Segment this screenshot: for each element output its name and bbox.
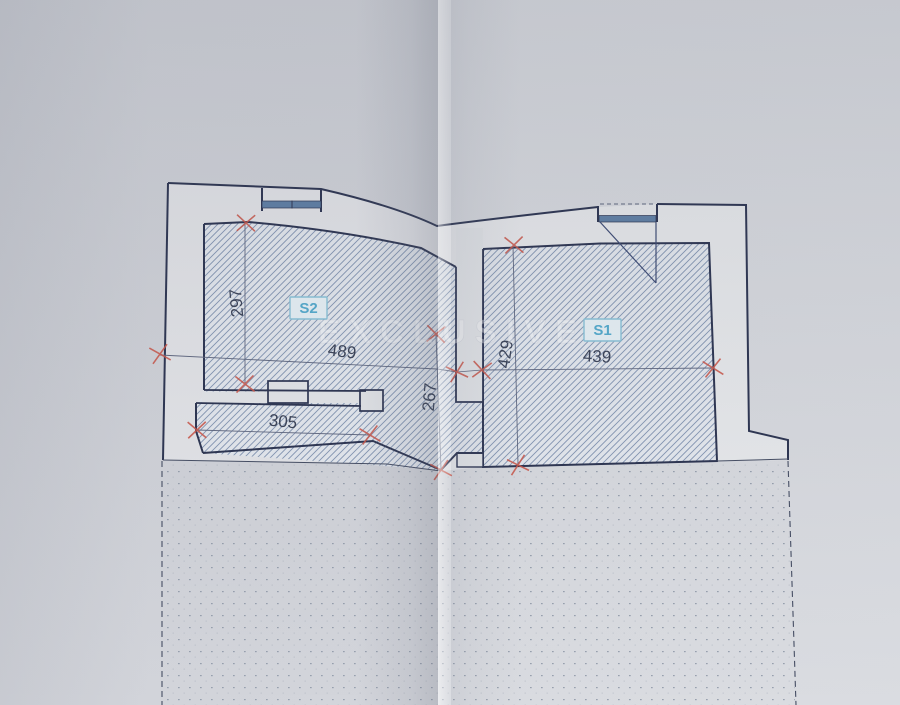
room-label-s1: S1 [583,318,622,342]
dim-305: 305 [268,411,298,433]
dotted-terrace-area [163,461,795,705]
window-symbol [261,188,322,212]
room-s2-text: S2 [299,300,317,317]
dimension-lines [159,224,713,470]
outer-boundary [161,182,797,705]
dim-439: 439 [582,346,611,366]
dim-297: 297 [226,288,247,318]
dim-489: 489 [327,340,357,362]
dim-267: 267 [419,382,440,412]
wall-gaps [202,228,484,468]
room-label-s2: S2 [289,296,328,320]
hatch-region-s2 [196,222,483,470]
dimension-labels: 297 489 305 267 429 439 [226,288,612,432]
hatch-region-s1 [482,241,719,469]
door-symbol [597,204,658,284]
dim-429: 429 [494,339,517,370]
room-s1-text: S1 [593,322,611,339]
watermark-text: EXCLUSIVE [318,313,586,350]
